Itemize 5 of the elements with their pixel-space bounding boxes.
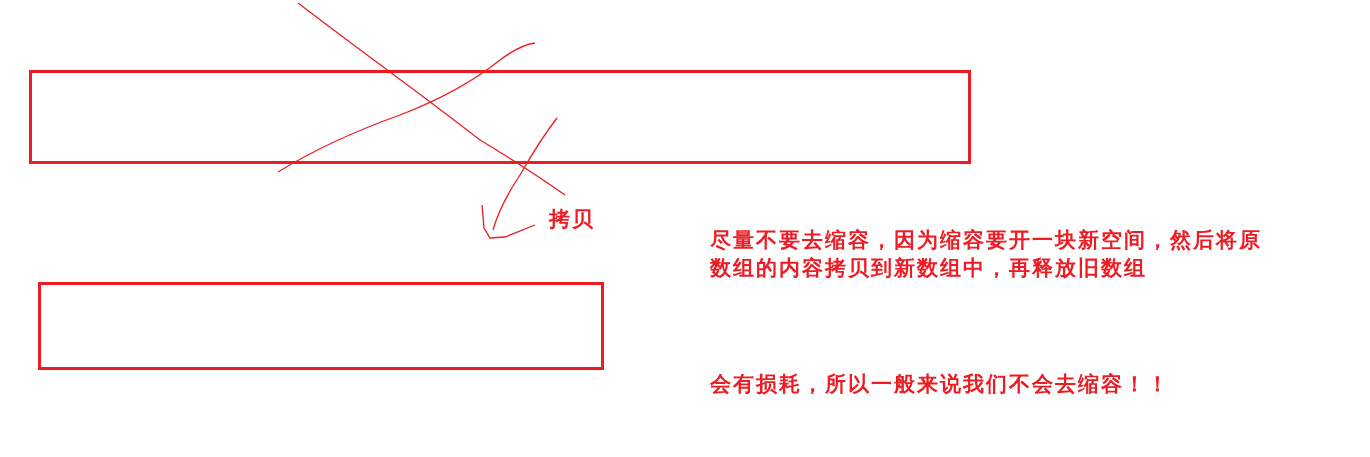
note-text: 会有损耗，所以一般来说我们不会去缩容！！: [710, 371, 1171, 398]
note-text: 尽量不要去缩容，因为缩容要开一块新空间，然后将原数组的内容拷贝到新数组中，再释放旧数组: [710, 227, 1263, 282]
rectangle-box: [38, 282, 604, 370]
rectangle-box: [29, 70, 971, 164]
note-text: 拷贝: [549, 206, 596, 233]
